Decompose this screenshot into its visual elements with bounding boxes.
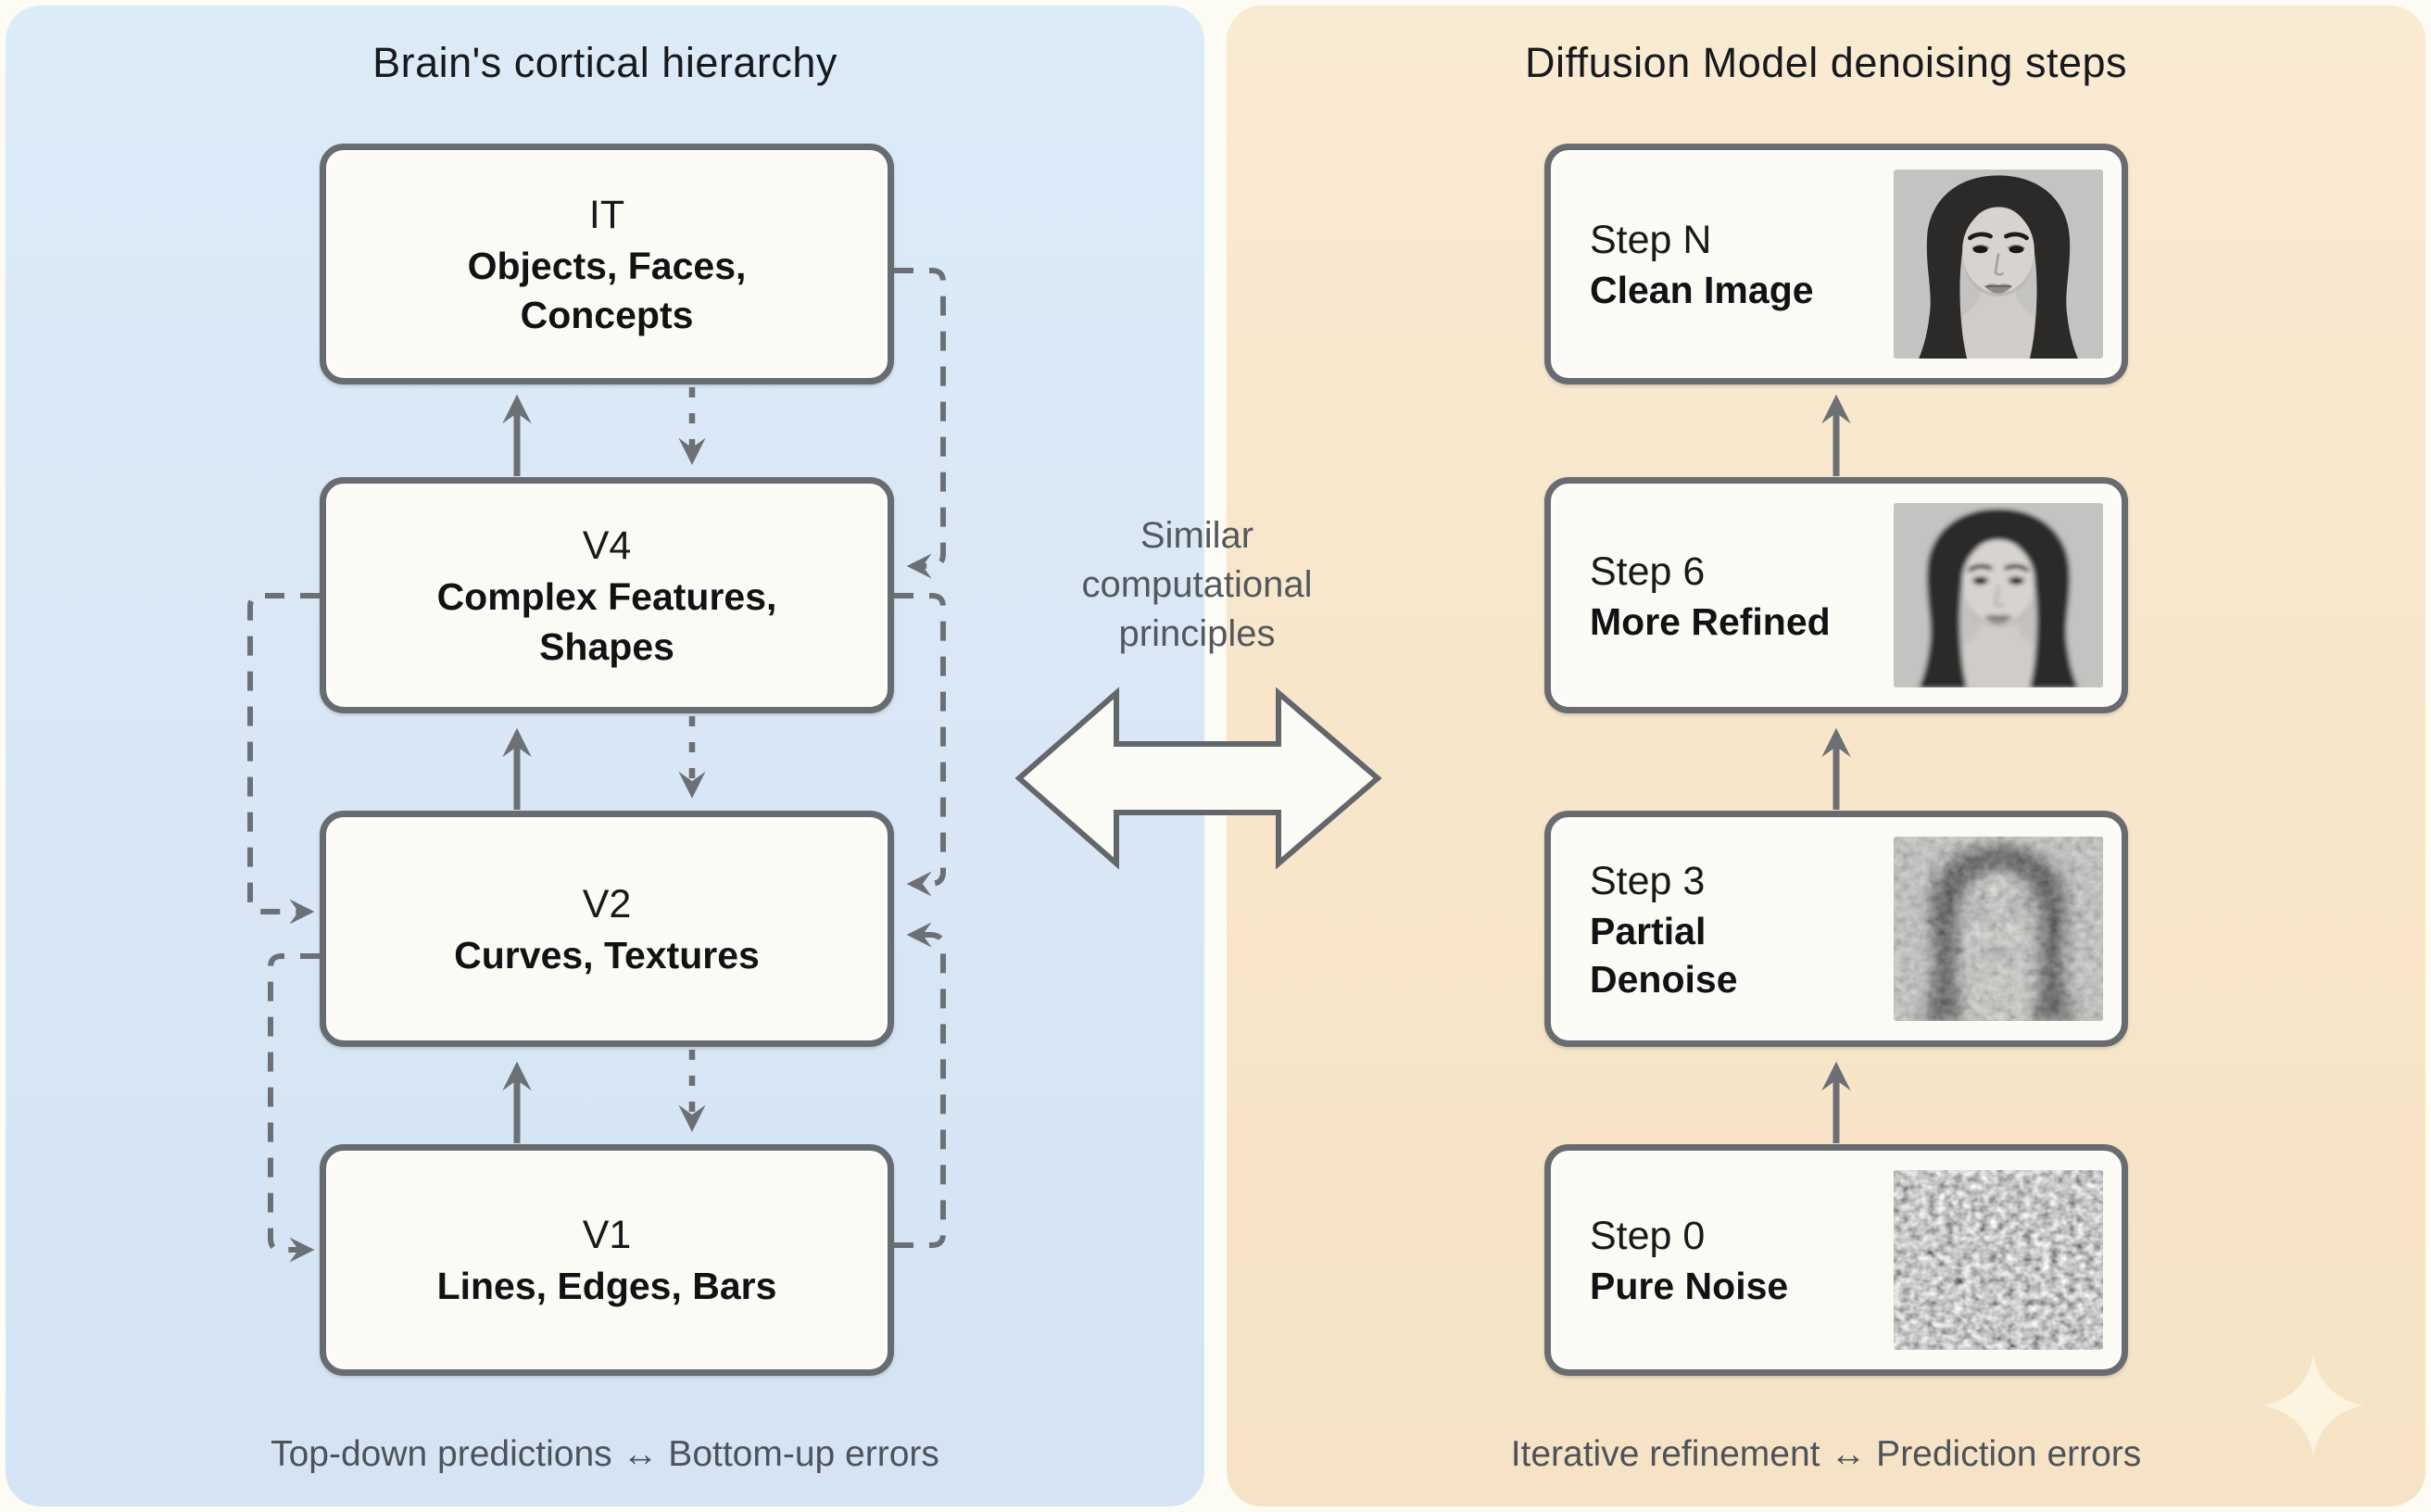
diffusion-step-box-6: Step 6 More Refined (1544, 477, 2128, 713)
step-label: Step 3 (1590, 859, 1706, 904)
right-panel-title: Diffusion Model denoising steps (1524, 39, 2128, 86)
feedback-arrow-it-to-v4-right (894, 268, 946, 579)
region-name: V4 (582, 523, 632, 569)
region-name: V2 (582, 881, 632, 926)
step-text: Step 3 Partial Denoise (1590, 817, 1738, 1040)
center-label-line2: computational (1081, 563, 1313, 605)
left-panel-title: Brain's cortical hierarchy (372, 39, 838, 86)
region-name: V1 (582, 1213, 632, 1258)
center-label-line3: principles (1118, 612, 1276, 654)
step-label: Step 6 (1590, 548, 1706, 594)
noise-texture (1894, 1170, 2103, 1350)
step-desc-line1: Partial (1590, 910, 1707, 953)
clean-face-photo (1894, 170, 2103, 359)
right-panel-caption: Iterative refinement ↔ Prediction errors (1510, 1434, 2142, 1474)
region-name: IT (588, 192, 625, 237)
region-desc-line2: Concepts (520, 294, 694, 337)
step-desc-line1: More Refined (1590, 599, 1831, 643)
step-text: Step 0 Pure Noise (1590, 1151, 1788, 1369)
center-label-line1: Similar (1140, 515, 1254, 556)
step-text: Step N Clean Image (1590, 150, 1814, 378)
left-panel-caption: Top-down predictions ↔ Bottom-up errors (271, 1434, 939, 1474)
feedback-arrow-v1-to-v2-right (894, 922, 946, 1248)
region-desc-line1: Complex Features, (436, 575, 777, 619)
step-desc-line1: Clean Image (1590, 269, 1814, 312)
cortical-box-v1: V1 Lines, Edges, Bars (320, 1144, 894, 1376)
step-desc-line2: Denoise (1590, 957, 1738, 1001)
diffusion-step-box-n: Step N Clean Image (1544, 144, 2128, 384)
diffusion-step-box-0: Step 0 Pure Noise (1544, 1144, 2128, 1376)
diffusion-step-box-3: Step 3 Partial Denoise (1544, 811, 2128, 1047)
partially-denoised-photo (1894, 837, 2103, 1021)
feedback-arrow-v4-to-v2-right (894, 593, 946, 897)
cortical-box-v2: V2 Curves, Textures (320, 811, 894, 1047)
step-label: Step N (1590, 218, 1712, 263)
sparkle-icon (2263, 1355, 2363, 1455)
region-desc-line1: Curves, Textures (454, 933, 760, 976)
feedback-arrow-v4-to-v2-left (247, 593, 320, 925)
refined-face-photo (1894, 503, 2103, 687)
region-desc-line2: Shapes (539, 624, 674, 668)
double-headed-arrow-icon (1014, 687, 1382, 870)
step-text: Step 6 More Refined (1590, 484, 1831, 707)
feedback-arrow-v2-to-v1-left (268, 953, 320, 1263)
step-desc-line1: Pure Noise (1590, 1265, 1789, 1308)
region-desc-line1: Objects, Faces, (467, 244, 747, 287)
step-label: Step 0 (1590, 1214, 1706, 1259)
center-similarity-label: Similar computational principles (965, 511, 1429, 658)
cortical-box-it: IT Objects, Faces, Concepts (320, 144, 894, 384)
region-desc-line1: Lines, Edges, Bars (436, 1265, 777, 1308)
cortical-box-v4: V4 Complex Features, Shapes (320, 477, 894, 713)
